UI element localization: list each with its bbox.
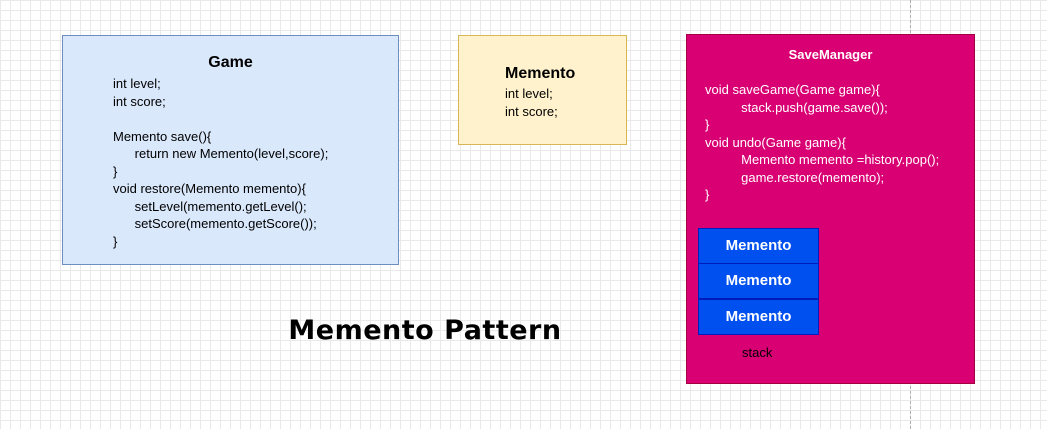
stack-label: stack (742, 345, 773, 360)
stack-item-memento[interactable]: Memento (698, 299, 819, 335)
savemanager-class-title: SaveManager (788, 47, 873, 62)
stack-item-memento[interactable]: Memento (698, 228, 819, 264)
game-class-title: Game (208, 54, 253, 71)
savemanager-class-code: void saveGame(Game game){ stack.push(gam… (705, 82, 940, 202)
memento-class-title: Memento (505, 65, 576, 82)
diagram-title[interactable]: Memento Pattern (288, 315, 562, 346)
stack-item-memento[interactable]: Memento (698, 263, 819, 299)
game-class-code: int level; int score; Memento save(){ re… (113, 76, 329, 249)
game-class-box[interactable]: Game int level; int score; Memento save(… (62, 35, 399, 265)
memento-class-code: int level; int score; (505, 86, 558, 119)
memento-class-box[interactable]: Memento int level; int score; (458, 35, 627, 145)
